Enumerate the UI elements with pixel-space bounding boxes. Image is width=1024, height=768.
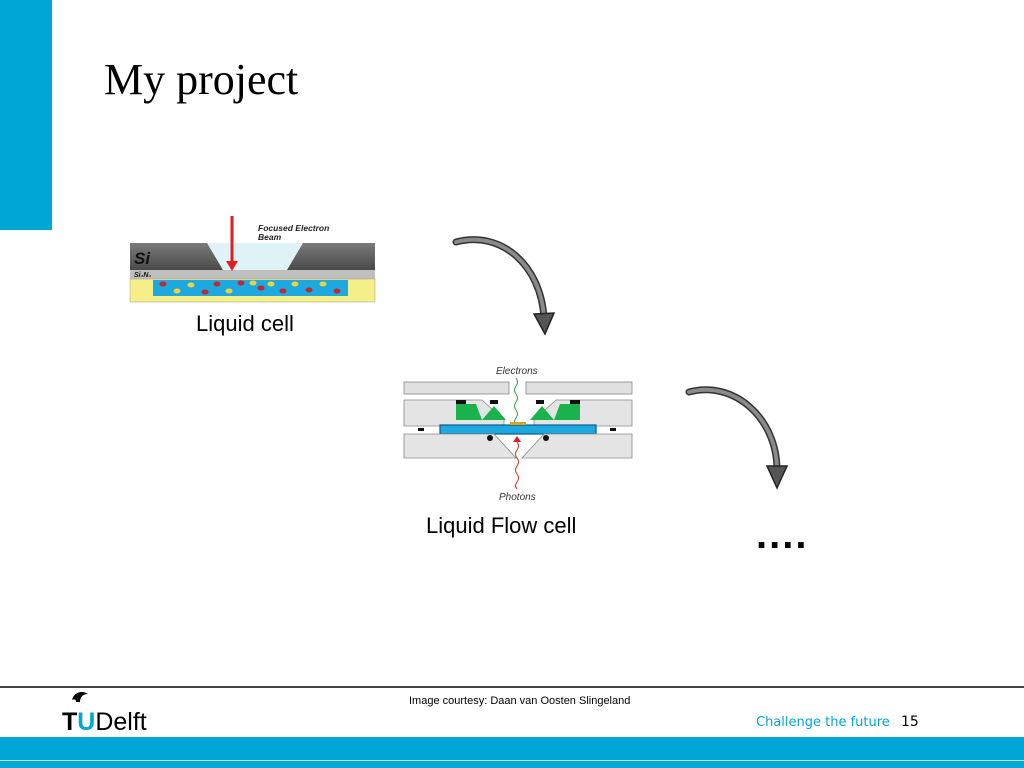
top-cap-right bbox=[525, 381, 633, 395]
beam-label-line2: Beam bbox=[258, 232, 282, 242]
image-courtesy: Image courtesy: Daan van Oosten Slingela… bbox=[409, 695, 631, 707]
etched-window bbox=[207, 243, 303, 270]
tagline: Challenge the future bbox=[756, 715, 890, 730]
chip-left bbox=[456, 404, 482, 420]
logo-text: TUDelft bbox=[62, 708, 147, 734]
particles bbox=[159, 280, 341, 295]
photon-wave bbox=[515, 441, 519, 490]
page-number: 15 bbox=[901, 714, 919, 730]
continuation-dots: .... bbox=[756, 513, 809, 557]
photons-label: Photons bbox=[499, 492, 536, 503]
upper-housing-right bbox=[533, 399, 633, 427]
footer-band-line bbox=[0, 760, 1024, 761]
footer-band bbox=[0, 737, 1024, 768]
sin-label: Si₃N₄ bbox=[134, 272, 151, 279]
lower-housing-left bbox=[403, 433, 517, 459]
flow-channel bbox=[439, 424, 597, 435]
membrane-right bbox=[530, 406, 554, 420]
chip-right bbox=[554, 404, 580, 420]
accent-bar bbox=[0, 0, 52, 230]
sin-membrane bbox=[130, 270, 375, 279]
liquid-cell-diagram: Focused Electron Beam Si Si₃N₄ bbox=[129, 216, 376, 303]
electrons-label: Electrons bbox=[496, 366, 538, 377]
curved-arrow-2 bbox=[685, 386, 789, 490]
footer-divider bbox=[0, 686, 1024, 688]
flame-icon bbox=[72, 692, 88, 702]
beam-label-line1: Focused Electron bbox=[258, 223, 329, 233]
tudelft-logo: TUDelft bbox=[62, 692, 147, 734]
lower-housing-right bbox=[521, 433, 633, 459]
top-cap-left bbox=[403, 381, 510, 395]
si-label: Si bbox=[134, 249, 151, 268]
curved-arrow-1 bbox=[452, 236, 556, 336]
liquid-flow-cell-diagram: Electrons Photons bbox=[403, 366, 633, 503]
beam-arrowhead bbox=[226, 261, 238, 271]
liquid-cell-caption: Liquid cell bbox=[196, 311, 294, 336]
liquid-flow-cell-caption: Liquid Flow cell bbox=[426, 513, 577, 538]
membrane-left bbox=[482, 406, 506, 420]
slide-title: My project bbox=[104, 55, 299, 104]
